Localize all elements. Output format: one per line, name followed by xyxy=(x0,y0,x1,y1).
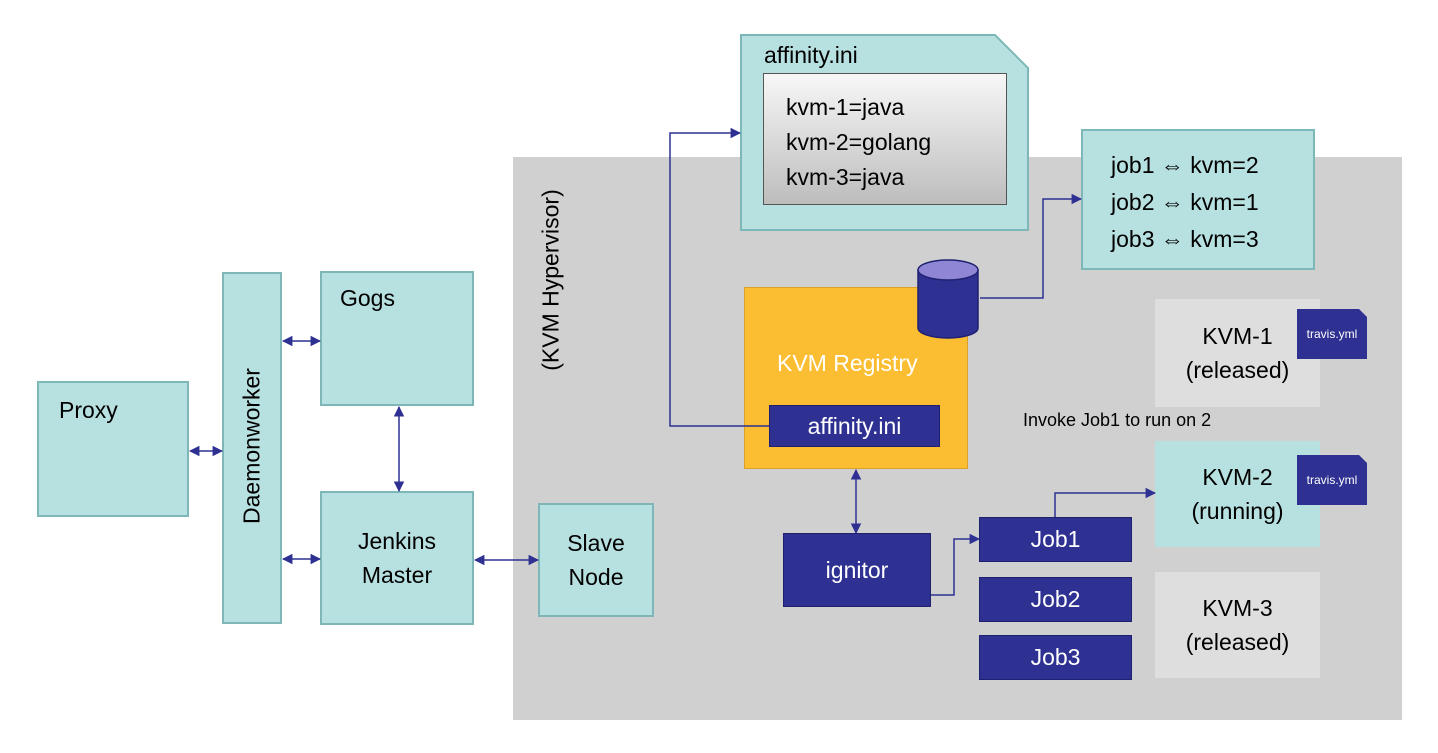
document-icon xyxy=(1297,455,1367,505)
jenkins-master-box: Jenkins Master xyxy=(320,491,474,625)
jenkins-line2: Master xyxy=(361,562,433,588)
job1-box: Job1 xyxy=(979,517,1132,562)
proxy-box: Proxy xyxy=(37,381,189,517)
kvm-2-tag-label: travis.yml xyxy=(1306,473,1358,487)
invoke-note: Invoke Job1 to run on 2 xyxy=(1023,410,1212,430)
affinity-line: kvm-2=golang xyxy=(786,129,932,155)
kvm-1-box: KVM-1 (released) xyxy=(1155,299,1320,407)
affinity-doc-title: affinity.ini xyxy=(764,42,858,68)
affinity-doc-content: kvm-1=java kvm-2=golang kvm-3=java xyxy=(763,73,1007,205)
job-mapping-box: job1 ⇔ kvm=2 job2 ⇔ kvm=1 job3 ⇔ kvm=3 xyxy=(1081,129,1315,270)
kvm-2-travis-tag: travis.yml xyxy=(1297,455,1367,505)
daemonworker-box xyxy=(222,272,282,624)
proxy-label: Proxy xyxy=(59,397,118,423)
kvm-3-status: (released) xyxy=(1185,629,1290,655)
kvm-1-travis-tag: travis.yml xyxy=(1297,309,1367,359)
database-icon xyxy=(917,259,979,339)
kvm-3-name: KVM-3 xyxy=(1202,595,1273,621)
kvm-1-tag-label: travis.yml xyxy=(1306,327,1358,341)
job2-box: Job2 xyxy=(979,577,1132,622)
affinity-line: kvm-3=java xyxy=(786,164,905,190)
affinity-line: kvm-1=java xyxy=(786,94,905,120)
slave-node-box: Slave Node xyxy=(538,503,654,617)
kvm-1-name: KVM-1 xyxy=(1202,323,1273,349)
slave-line1: Slave xyxy=(567,530,625,556)
registry-affinity-ini: affinity.ini xyxy=(769,405,940,447)
kvm-2-status: (running) xyxy=(1191,498,1284,524)
job-map-line: job1 ⇔ kvm=2 xyxy=(1111,152,1259,178)
gogs-label: Gogs xyxy=(340,285,395,311)
job-map-line: job2 ⇔ kvm=1 xyxy=(1111,189,1259,215)
gogs-box: Gogs xyxy=(320,271,474,406)
job3-box: Job3 xyxy=(979,635,1132,680)
job-map-line: job3 ⇔ kvm=3 xyxy=(1111,226,1259,252)
slave-line2: Node xyxy=(568,564,624,590)
kvm-3-box: KVM-3 (released) xyxy=(1155,572,1320,678)
kvm-2-box: KVM-2 (running) xyxy=(1155,441,1320,547)
document-icon xyxy=(1297,309,1367,359)
jenkins-line1: Jenkins xyxy=(358,528,436,554)
kvm-1-status: (released) xyxy=(1185,357,1290,383)
daemonworker-label: Daemonworker xyxy=(238,368,265,524)
kvm-2-name: KVM-2 xyxy=(1202,464,1273,490)
hypervisor-label: (KVM Hypervisor) xyxy=(537,189,564,371)
ignitor-box: ignitor xyxy=(783,533,931,607)
registry-label: KVM Registry xyxy=(777,350,918,376)
